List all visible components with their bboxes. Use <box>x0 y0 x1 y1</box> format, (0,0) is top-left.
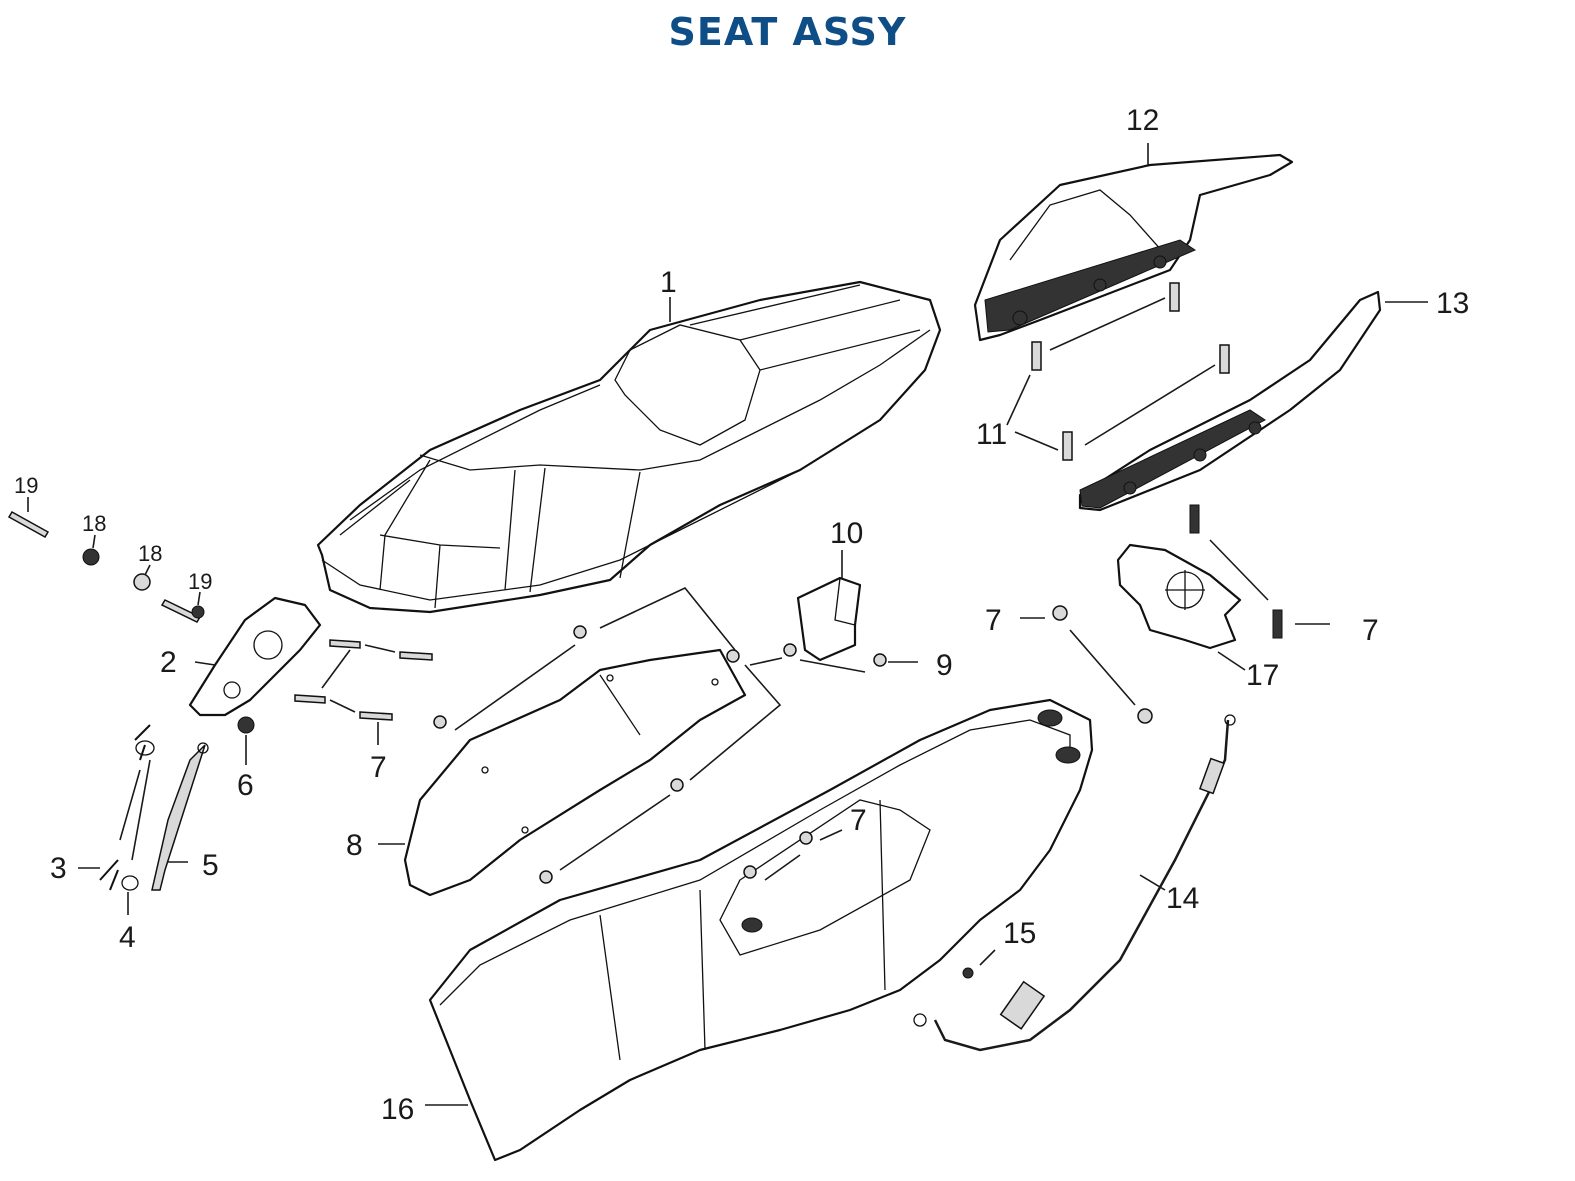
cover-part-10 <box>796 576 862 662</box>
callout-4: 4 <box>119 921 136 954</box>
seat-part <box>316 280 942 614</box>
clip-part-15 <box>962 949 996 979</box>
bracket-part-17 <box>1116 543 1242 650</box>
callout-9: 9 <box>936 649 953 682</box>
knob-part-6 <box>237 716 255 734</box>
callout-3: 3 <box>50 852 67 885</box>
callout-18-right: 18 <box>138 541 162 566</box>
callout-2: 2 <box>160 646 177 679</box>
callout-1: 1 <box>660 266 677 299</box>
gas-spring-part-5 <box>151 742 209 891</box>
hinge-bracket-part-2 <box>188 596 322 717</box>
callout-7-right: 7 <box>1362 614 1379 647</box>
leader-lines <box>27 143 1428 1106</box>
rear-cover-part <box>973 153 1294 342</box>
callout-12: 12 <box>1126 104 1159 137</box>
callout-7-left: 7 <box>370 751 387 784</box>
callout-8: 8 <box>346 829 363 862</box>
rear-cover-lower-part <box>1078 290 1382 512</box>
callout-14: 14 <box>1166 882 1199 915</box>
callout-19-right: 19 <box>188 569 212 594</box>
callout-18-left: 18 <box>82 511 106 536</box>
callout-11: 11 <box>976 418 1007 451</box>
screw-parts-7-box <box>743 605 1153 881</box>
callout-16: 16 <box>381 1093 414 1126</box>
callout-13: 13 <box>1436 287 1469 320</box>
bolt-parts-19-18 <box>7 510 205 623</box>
luggage-box-part-16 <box>428 698 1094 1162</box>
callout-6: 6 <box>237 769 254 802</box>
callout-19-left: 19 <box>14 473 38 498</box>
callout-15: 15 <box>1003 917 1036 950</box>
clip-parts-3-4 <box>99 724 155 891</box>
panel-part-8 <box>403 648 747 897</box>
callout-numbers: 1 2 3 4 5 6 7 7 7 7 8 9 10 11 12 13 14 1… <box>14 104 1469 1126</box>
screw-parts-7-left <box>294 639 433 721</box>
cable-part-14 <box>913 714 1236 1052</box>
callout-7-box: 7 <box>850 804 867 837</box>
screw-parts-9 <box>433 587 887 884</box>
page-title: SEAT ASSY <box>668 10 907 54</box>
bolt-part-11 <box>1031 282 1230 461</box>
callout-7-mid: 7 <box>985 604 1002 637</box>
callout-17: 17 <box>1246 659 1279 692</box>
screw-parts-7-right <box>1189 504 1283 639</box>
callout-10: 10 <box>830 517 863 550</box>
callout-5: 5 <box>202 849 219 882</box>
